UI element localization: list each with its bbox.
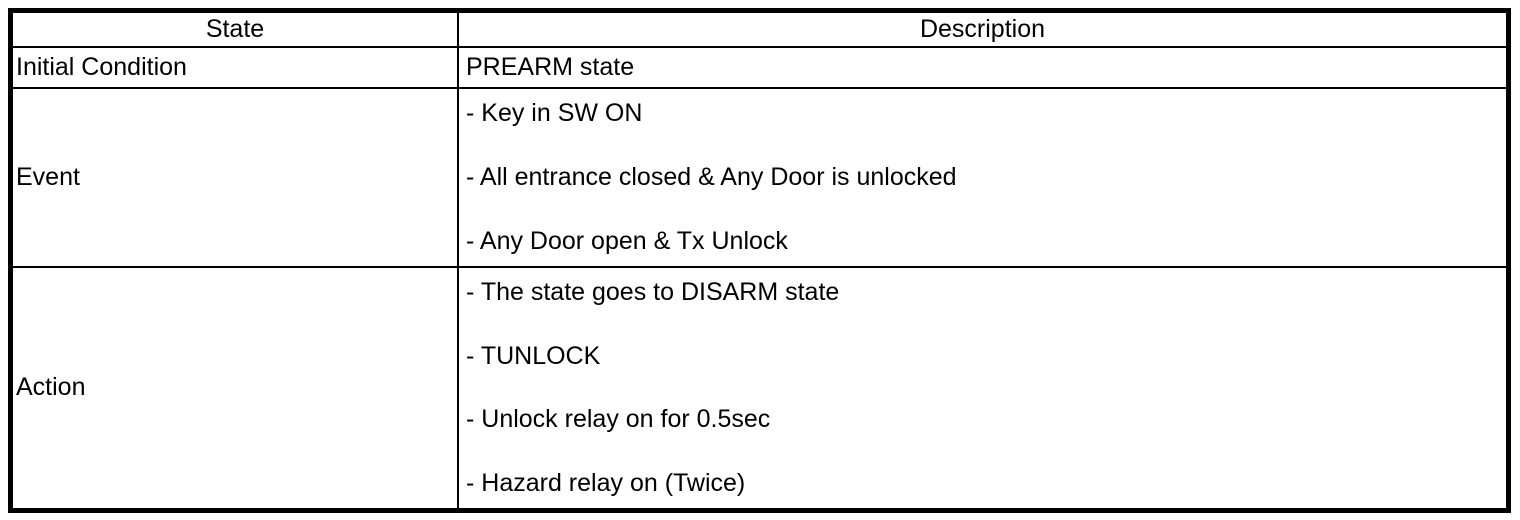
event-item: - Any Door open & Tx Unlock <box>466 226 788 255</box>
cell-initial-condition-description: PREARM state <box>459 48 1506 89</box>
header-cell-description: Description <box>459 13 1506 48</box>
action-item: - The state goes to DISARM state <box>466 278 840 306</box>
row-label-event: Event <box>13 89 459 268</box>
event-item: - Key in SW ON <box>466 99 643 127</box>
row-label-initial-condition: Initial Condition <box>13 48 459 89</box>
initial-condition-value: PREARM state <box>466 52 635 81</box>
row-label-action: Action <box>13 268 459 508</box>
event-item: - All entrance closed & Any Door is unlo… <box>466 162 957 191</box>
cell-action-description: - The state goes to DISARM state - TUNLO… <box>459 268 1506 508</box>
action-label: Action <box>16 373 86 402</box>
initial-condition-label: Initial Condition <box>16 52 187 81</box>
action-item: - TUNLOCK <box>466 341 601 370</box>
action-item: - Unlock relay on for 0.5sec <box>466 405 771 433</box>
action-item: - Hazard relay on (Twice) <box>466 468 746 497</box>
header-description-label: Description <box>919 14 1046 43</box>
cell-event-description: - Key in SW ON - All entrance closed & A… <box>459 89 1506 268</box>
header-state-label: State <box>205 14 265 43</box>
state-description-table: State Description Initial Condition PREA… <box>8 8 1511 513</box>
header-cell-state: State <box>13 13 459 48</box>
event-label: Event <box>16 162 80 191</box>
